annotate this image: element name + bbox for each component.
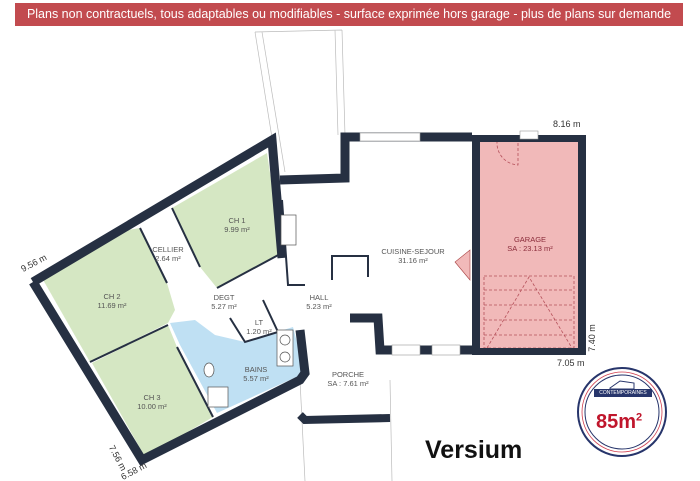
windows [359,130,539,356]
room-ch3 [92,325,213,457]
badge-brand: CONTEMPORAINES [594,389,652,397]
badge-size-value: 85m [596,411,637,433]
dimension-garage-bottom: 7.05 m [557,358,585,368]
room-bains [170,320,305,413]
kitchen-sink-icon [280,214,297,246]
room-garage [480,142,578,352]
badge-size: 85m2 [596,411,642,434]
model-name: Versium [425,436,523,464]
badge-size-unit: 2 [636,411,643,424]
house-icon [609,380,635,390]
bath-fixtures-icon [203,214,297,408]
door-swing-icon [454,249,471,281]
walls [29,132,586,466]
disclaimer-banner: Plans non contractuels, tous adaptables … [15,3,683,26]
terrace-outline [254,29,393,481]
dimension-garage-top: 8.16 m [553,119,581,129]
room-ch1 [172,153,282,288]
dimension-garage-right: 7.40 m [586,324,597,352]
